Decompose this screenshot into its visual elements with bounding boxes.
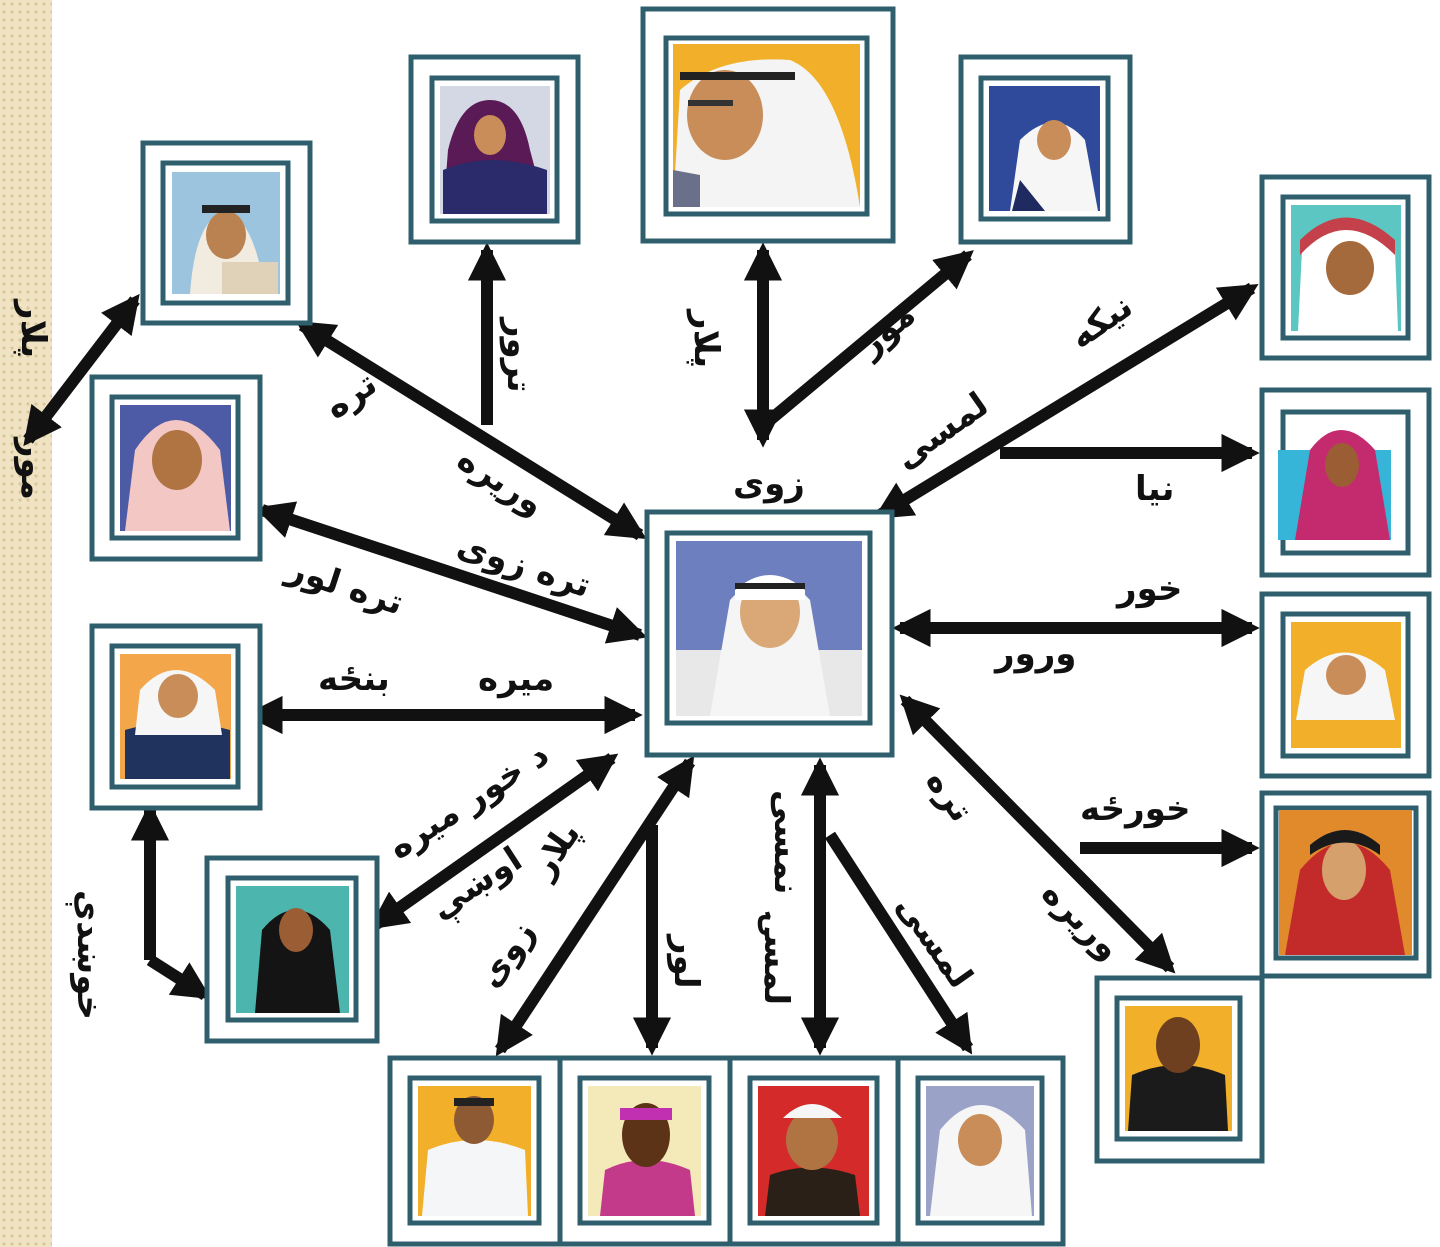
top-left-man-frame: [140, 140, 313, 326]
right-man-dark-frame: [1094, 975, 1265, 1164]
label-khor: خور: [1115, 569, 1182, 609]
arrow-center-to-dark-man: [899, 694, 1176, 974]
label-wror: ورور: [993, 634, 1076, 674]
arrow-center-to-topleft-man: [295, 319, 647, 541]
arrow-center-to-doctor: [494, 755, 696, 1057]
arrows: [23, 242, 1260, 1057]
top-right-woman-portrait: [1010, 120, 1098, 211]
decorative-left-strip: [0, 0, 52, 1247]
right-woman-white-frame: [1259, 591, 1432, 779]
right-red-headdress-man-portrait: [1298, 217, 1398, 331]
right-man-dark-portrait: [1128, 1017, 1228, 1131]
left-woman-black-hijab-portrait: [255, 908, 340, 1013]
bottom-doctor-portrait: [422, 1096, 528, 1216]
left-woman-white-frame: [89, 623, 263, 811]
right-woman-red-scarf-portrait: [1295, 430, 1390, 540]
label-nmasay: نمسی: [766, 790, 806, 895]
label-khorkha: خورځه: [1080, 789, 1191, 829]
top-woman-frame: [408, 54, 581, 245]
top-old-man-portrait: [673, 59, 860, 207]
label-plar-top: پلار: [686, 308, 726, 368]
left-woman-pink-frame: [89, 374, 263, 562]
bottom-doctor-frame: [387, 1055, 563, 1247]
label-trur: ترور: [499, 316, 539, 393]
center-man-portrait: [676, 575, 862, 716]
label-zoy-bottom: زوی: [470, 913, 544, 995]
right-woman-sari-frame: [1259, 790, 1432, 979]
label-zoy-center: زوی: [733, 464, 805, 504]
label-d-khor-mera: د خور میره: [381, 735, 556, 868]
bottom-boy-portrait: [765, 1104, 860, 1216]
bottom-girl-frame: [895, 1055, 1066, 1247]
center-man-frame: [644, 509, 895, 758]
bottom-boy-frame: [727, 1055, 901, 1247]
right-man-frame: [1259, 174, 1432, 361]
label-nika: نیکه: [1062, 286, 1140, 357]
arrow-center-to-right-man: [873, 282, 1259, 521]
label-bankha: بنځه: [318, 659, 390, 699]
arrow-left-horizontal: [146, 954, 212, 1001]
left-woman-pink-hijab-portrait: [125, 420, 230, 531]
arrow-to-girl: [824, 831, 974, 1055]
label-nya: نیا: [1135, 469, 1174, 509]
bottom-headband-woman-frame: [557, 1055, 733, 1247]
label-mor-left: مور: [13, 436, 53, 500]
arrow-left-edge-double: [23, 293, 140, 447]
label-khwendai: خوښدې: [66, 890, 109, 1020]
label-lur-bottom: لور: [666, 933, 706, 989]
right-woman-sari-portrait: [1285, 830, 1405, 955]
label-plar-left: پلار: [13, 298, 53, 358]
label-lmasay: لمسۍ: [756, 911, 796, 1005]
label-wrera: وریره: [1034, 873, 1129, 968]
bottom-woman-headband-portrait: [600, 1103, 695, 1216]
top-left-man-portrait: [190, 205, 278, 294]
top-old-man-frame: [640, 6, 896, 244]
label-plar-bottom: پلار: [521, 815, 588, 887]
label-tra-lur: تره لور: [280, 548, 408, 624]
left-woman-white-hijab-portrait: [125, 670, 230, 779]
right-woman-white-portrait: [1296, 652, 1395, 720]
arrow-to-top-right-woman: [766, 250, 974, 425]
left-woman-black-frame: [204, 855, 380, 1044]
right-woman-red-frame: [1259, 387, 1432, 578]
top-woman-purple-portrait: [443, 100, 547, 214]
label-lmasi: لمسی: [887, 385, 996, 478]
arrow-center-to-left-woman-pink: [254, 501, 648, 644]
top-right-woman-frame: [958, 54, 1133, 245]
bottom-girl-portrait: [930, 1105, 1032, 1216]
label-mera: میره: [478, 659, 554, 699]
